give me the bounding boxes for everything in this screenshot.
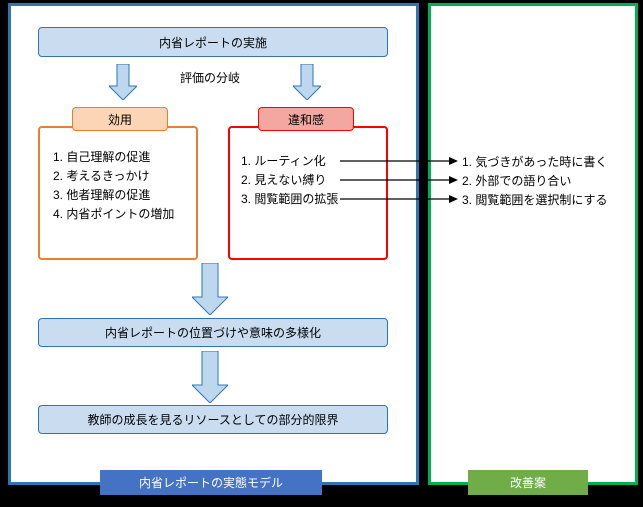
branch-label: 評価の分岐 [179,71,240,85]
connector-arrow-icon [340,195,458,203]
connector-arrow-icon [340,157,458,165]
right-panel: 1. 気づきがあった時に書く 2. 外部での語り合い 3. 閲覧範囲を選択制にす… [428,3,638,485]
down-arrow-left-icon [109,64,137,100]
list-item: 1. 自己理解の促進 [53,150,151,164]
down-arrow-right-icon [293,64,321,100]
list-item: 3. 閲覧範囲の拡張 [241,192,339,206]
right-panel-caption: 改善案 [468,470,588,495]
improvement-list: 1. 気づきがあった時に書く 2. 外部での語り合い 3. 閲覧範囲を選択制にす… [462,153,607,210]
mid-box: 内省レポートの位置づけや意味の多様化 [38,318,388,347]
benefit-tag: 効用 [72,107,168,131]
left-panel: 内省レポートの実施 評価の分岐 効用 違和感 1. 自己理解の促進 2. 考える… [8,3,419,485]
list-item: 1. 気づきがあった時に書く [462,155,608,169]
benefit-list-box: 1. 自己理解の促進 2. 考えるきっかけ 3. 他者理解の促進 4. 内省ポイ… [38,126,198,260]
bottom-box: 教師の成長を見るリソースとしての部分的限界 [38,405,388,434]
down-arrow-mid-icon [192,263,228,315]
list-item: 2. 外部での語り合い [462,174,572,188]
down-arrow-bottom-icon [192,351,228,403]
list-item: 3. 閲覧範囲を選択制にする [462,193,608,207]
left-panel-caption: 内省レポートの実態モデル [100,470,322,495]
connector-arrow-icon [340,176,458,184]
discomfort-list-box: 1. ルーティン化 2. 見えない縛り 3. 閲覧範囲の拡張 [228,126,388,260]
list-item: 4. 内省ポイントの増加 [53,207,175,221]
list-item: 1. ルーティン化 [241,154,326,168]
discomfort-tag: 違和感 [258,107,354,131]
list-item: 2. 見えない縛り [241,173,327,187]
list-item: 3. 他者理解の促進 [53,188,151,202]
list-item: 2. 考えるきっかけ [53,169,150,183]
top-box: 内省レポートの実施 [38,27,388,57]
